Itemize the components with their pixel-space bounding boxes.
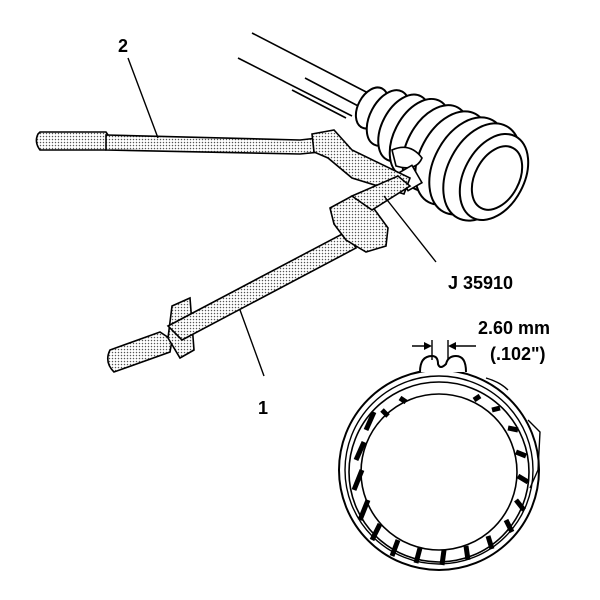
- tool-number-label: J 35910: [448, 273, 513, 293]
- callout-1-label: 1: [258, 398, 268, 418]
- clamp-cross-section-detail: [338, 354, 541, 571]
- axle-shaft: [237, 32, 373, 119]
- cv-joint-boot: [354, 86, 530, 222]
- callout-2-label: 2: [118, 36, 128, 56]
- clamp-ear: [419, 354, 467, 373]
- callout-leaders: [127, 57, 437, 377]
- section-hatching: [351, 393, 530, 566]
- gap-dimension: [412, 340, 476, 360]
- tool-handle-1: [106, 175, 412, 373]
- gap-imperial-label: (.102"): [490, 344, 546, 364]
- leader-tool: [383, 195, 437, 263]
- tool-handle-2: [35, 129, 412, 195]
- gap-metric-label: 2.60 mm: [478, 318, 550, 338]
- leader-1: [239, 309, 265, 377]
- leader-2: [127, 57, 159, 139]
